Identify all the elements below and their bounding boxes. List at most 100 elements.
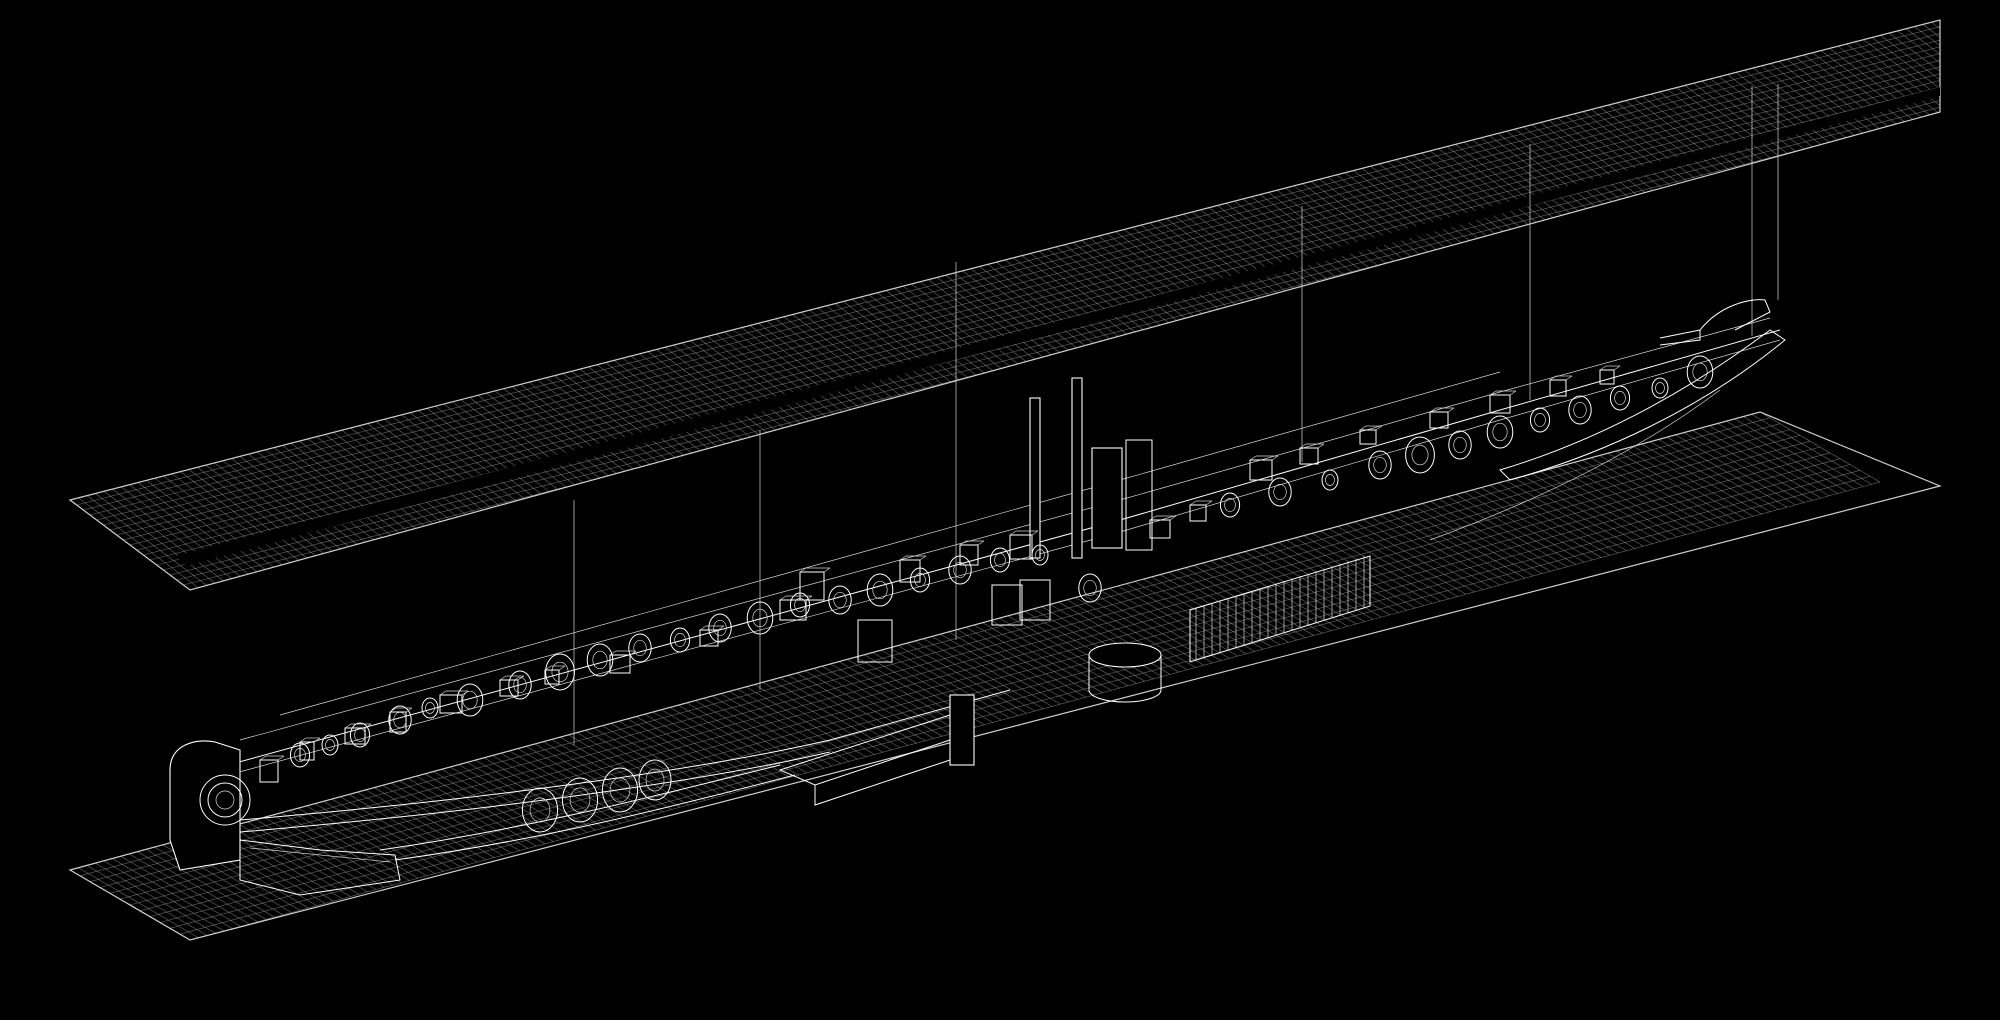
wheel-hub	[425, 702, 435, 714]
wheel	[1078, 573, 1102, 603]
box-edge	[1549, 375, 1557, 381]
hull-keel	[239, 689, 1011, 821]
box-edge	[1169, 515, 1177, 521]
box-edge	[959, 540, 967, 546]
wheel	[349, 722, 371, 748]
wheel	[1568, 395, 1592, 425]
machinery-box	[1359, 429, 1377, 445]
wheel-hub	[713, 619, 727, 637]
box-edge	[461, 690, 469, 696]
machinery-box	[1489, 394, 1511, 414]
machinery-box	[1549, 379, 1567, 397]
machinery-box	[609, 654, 631, 674]
wheel-hub	[1224, 498, 1236, 512]
wheel	[601, 767, 639, 813]
box-edge	[699, 625, 707, 631]
box-edge	[405, 707, 413, 713]
box-edge	[544, 665, 552, 671]
deck-line	[239, 317, 1771, 741]
wheel-hub	[994, 553, 1006, 567]
wheel-hub	[1692, 362, 1708, 382]
box-edge	[364, 723, 372, 729]
box-edge	[977, 540, 985, 546]
box-edge	[558, 665, 566, 671]
pontoon	[778, 694, 975, 806]
machinery-box	[1429, 411, 1449, 429]
grid-line	[129, 446, 1821, 906]
wheel	[669, 627, 691, 653]
masts	[1029, 377, 1153, 559]
machinery-box	[344, 727, 366, 745]
box-edge	[779, 595, 787, 601]
box-edge	[1299, 443, 1307, 449]
box-edge	[313, 737, 321, 743]
wheel-hub	[1614, 391, 1626, 405]
machinery-box	[959, 544, 979, 566]
grid-line	[76, 24, 1940, 506]
wheel-hub	[551, 661, 569, 683]
wheel-hub	[674, 633, 686, 647]
wheel	[638, 759, 672, 801]
grid-line	[99, 429, 1791, 888]
grid-line	[169, 470, 1861, 929]
grid-line	[1939, 20, 1940, 111]
vessel-hull-assembly	[169, 299, 1786, 896]
wheel-hub	[1373, 456, 1387, 474]
grid-line	[189, 481, 1881, 940]
box-edge	[1447, 407, 1455, 413]
wheel-hub	[513, 676, 527, 694]
wheel	[456, 683, 484, 717]
deck-line	[209, 339, 1781, 781]
grid-line	[139, 452, 1831, 912]
grid-line	[123, 59, 1940, 541]
wheel	[1486, 415, 1514, 449]
box-edge	[1509, 390, 1517, 396]
box-edge	[1375, 425, 1383, 431]
machinery-box	[1249, 459, 1273, 481]
deck-machinery	[259, 365, 1621, 783]
hull-keel-lower	[239, 751, 831, 833]
grid-line	[79, 417, 1771, 877]
grid-line	[89, 423, 1781, 882]
machinery-box	[899, 559, 921, 583]
grid-line	[1931, 21, 1940, 113]
wheel-hub	[1035, 549, 1045, 561]
box-edge	[1489, 390, 1497, 396]
machinery-box	[1149, 519, 1171, 539]
wheel-hub	[1573, 401, 1587, 419]
box-edge	[1031, 530, 1039, 536]
grid-line	[89, 34, 1940, 516]
box-edge	[1317, 443, 1325, 449]
window-grids	[857, 579, 1051, 663]
grid-line	[119, 440, 1811, 900]
box-edge	[1565, 375, 1573, 381]
box-edge	[1359, 425, 1367, 431]
wheel-hub	[569, 787, 591, 813]
wheel-hub	[393, 711, 407, 729]
grid-line	[83, 29, 1940, 511]
box-edge	[1205, 500, 1213, 506]
wheel	[989, 547, 1011, 573]
leader-lines	[573, 84, 1779, 745]
wheel	[1651, 377, 1669, 399]
wheel	[1321, 469, 1339, 491]
box-edge	[1249, 455, 1257, 461]
machinery-box	[1009, 534, 1033, 560]
box-edge	[1189, 500, 1197, 506]
machinery-box	[1189, 504, 1207, 522]
machinery-box	[299, 741, 315, 761]
grid-line	[129, 64, 1940, 546]
wheel	[828, 585, 852, 615]
wheel	[1405, 436, 1435, 474]
grid-line	[116, 54, 1940, 536]
hull-bottom-arc	[394, 774, 796, 861]
box-edge	[389, 707, 397, 713]
machinery-box	[699, 629, 719, 647]
radiator-stack	[1189, 555, 1371, 663]
box-edge	[1429, 407, 1437, 413]
wheel-hub	[354, 728, 366, 742]
machinery-box	[499, 679, 519, 697]
wheel-hub	[872, 580, 888, 600]
box-edge	[259, 755, 267, 761]
